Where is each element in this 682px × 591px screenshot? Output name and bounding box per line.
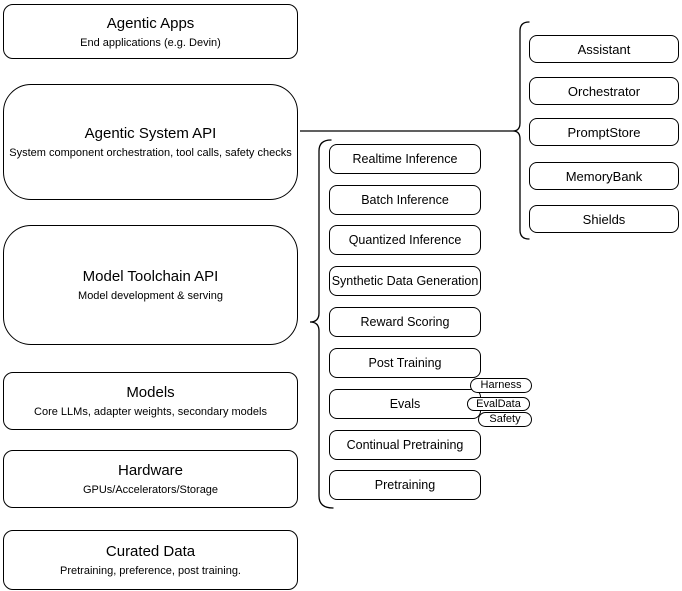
node-pretraining: Pretraining xyxy=(329,470,481,500)
system-components-brace xyxy=(512,21,530,240)
node-label: Realtime Inference xyxy=(352,152,458,166)
node-label: MemoryBank xyxy=(565,168,643,184)
node-promptstore: PromptStore xyxy=(529,118,679,146)
node-model-toolchain-api: Model Toolchain API Model development & … xyxy=(3,225,298,345)
node-label: Synthetic Data Generation xyxy=(331,274,479,288)
node-models: Models Core LLMs, adapter weights, secon… xyxy=(3,372,298,430)
node-shields: Shields xyxy=(529,205,679,233)
node-assistant: Assistant xyxy=(529,35,679,63)
node-hardware: Hardware GPUs/Accelerators/Storage xyxy=(3,450,298,508)
node-realtime-inference: Realtime Inference xyxy=(329,144,481,174)
node-label: Batch Inference xyxy=(361,193,449,207)
node-subtitle: System component orchestration, tool cal… xyxy=(9,147,292,159)
node-evals: Evals xyxy=(329,389,481,419)
node-quantized-inference: Quantized Inference xyxy=(329,225,481,255)
node-title: Models xyxy=(126,384,175,401)
tag-evaldata: EvalData xyxy=(467,397,530,411)
node-agentic-system-api: Agentic System API System component orch… xyxy=(3,84,298,200)
node-continual-pretraining: Continual Pretraining xyxy=(329,430,481,460)
node-label: Evals xyxy=(389,397,421,411)
node-title: Hardware xyxy=(117,462,184,479)
tag-label: Harness xyxy=(480,379,522,391)
node-title: Model Toolchain API xyxy=(82,268,219,285)
node-batch-inference: Batch Inference xyxy=(329,185,481,215)
node-subtitle: End applications (e.g. Devin) xyxy=(80,36,221,49)
node-title: Agentic Apps xyxy=(106,14,195,32)
node-label: Reward Scoring xyxy=(360,315,450,329)
node-title: Agentic System API xyxy=(84,125,217,142)
node-subtitle: Core LLMs, adapter weights, secondary mo… xyxy=(34,406,267,418)
node-memorybank: MemoryBank xyxy=(529,162,679,190)
node-label: Orchestrator xyxy=(567,83,641,99)
node-label: Quantized Inference xyxy=(348,233,462,247)
tag-harness: Harness xyxy=(470,378,532,393)
node-label: Shields xyxy=(582,211,626,227)
node-label: Assistant xyxy=(577,41,631,57)
node-subtitle: Pretraining, preference, post training. xyxy=(60,565,241,577)
node-curated-data: Curated Data Pretraining, preference, po… xyxy=(3,530,298,590)
node-label: PromptStore xyxy=(567,124,641,140)
tag-label: EvalData xyxy=(476,397,521,410)
node-agentic-apps: Agentic Apps End applications (e.g. Devi… xyxy=(3,4,298,59)
node-orchestrator: Orchestrator xyxy=(529,77,679,105)
node-label: Post Training xyxy=(368,356,442,370)
tag-safety: Safety xyxy=(478,412,532,427)
tag-label: Safety xyxy=(489,413,521,425)
node-synthetic-data-generation: Synthetic Data Generation xyxy=(329,266,481,296)
node-title: Curated Data xyxy=(105,543,196,560)
node-subtitle: GPUs/Accelerators/Storage xyxy=(82,484,219,496)
node-reward-scoring: Reward Scoring xyxy=(329,307,481,337)
node-post-training: Post Training xyxy=(329,348,481,378)
node-label: Pretraining xyxy=(374,478,436,492)
node-subtitle: Model development & serving xyxy=(78,290,223,302)
node-label: Continual Pretraining xyxy=(346,438,464,452)
